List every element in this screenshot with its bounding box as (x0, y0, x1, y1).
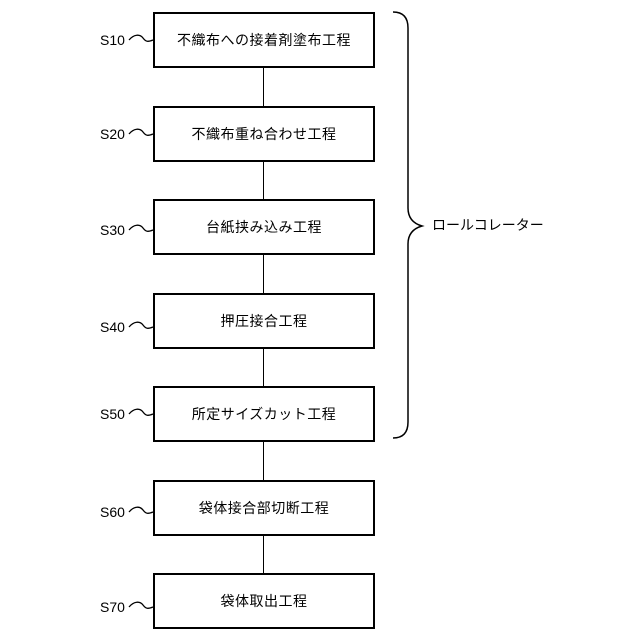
step-label-s30: S30 (100, 221, 140, 239)
step-text-s50: 所定サイズカット工程 (192, 404, 337, 424)
step-text-s30: 台紙挟み込み工程 (206, 217, 322, 237)
step-box-s50: 所定サイズカット工程 (153, 386, 375, 442)
group-label: ロールコレーター (432, 217, 544, 235)
connector-s20-s30 (263, 162, 264, 199)
step-text-s70: 袋体取出工程 (221, 591, 308, 611)
connector-s60-s70 (263, 536, 264, 573)
step-label-s70: S70 (100, 598, 140, 616)
step-text-s40: 押圧接合工程 (221, 311, 308, 331)
step-text-s60: 袋体接合部切断工程 (199, 498, 330, 518)
group-brace (393, 12, 422, 438)
step-label-s60: S60 (100, 503, 140, 521)
step-label-s50: S50 (100, 405, 140, 423)
step-box-s30: 台紙挟み込み工程 (153, 199, 375, 255)
step-text-s10: 不織布への接着剤塗布工程 (177, 30, 351, 50)
step-box-s20: 不織布重ね合わせ工程 (153, 106, 375, 162)
connector-s10-s20 (263, 68, 264, 106)
step-box-s60: 袋体接合部切断工程 (153, 480, 375, 536)
step-box-s40: 押圧接合工程 (153, 293, 375, 349)
connector-s30-s40 (263, 255, 264, 293)
step-label-s40: S40 (100, 318, 140, 336)
step-box-s70: 袋体取出工程 (153, 573, 375, 629)
step-label-s20: S20 (100, 125, 140, 143)
step-box-s10: 不織布への接着剤塗布工程 (153, 12, 375, 68)
connector-s40-s50 (263, 349, 264, 386)
connector-s50-s60 (263, 442, 264, 480)
step-label-s10: S10 (100, 31, 140, 49)
step-text-s20: 不織布重ね合わせ工程 (192, 124, 337, 144)
